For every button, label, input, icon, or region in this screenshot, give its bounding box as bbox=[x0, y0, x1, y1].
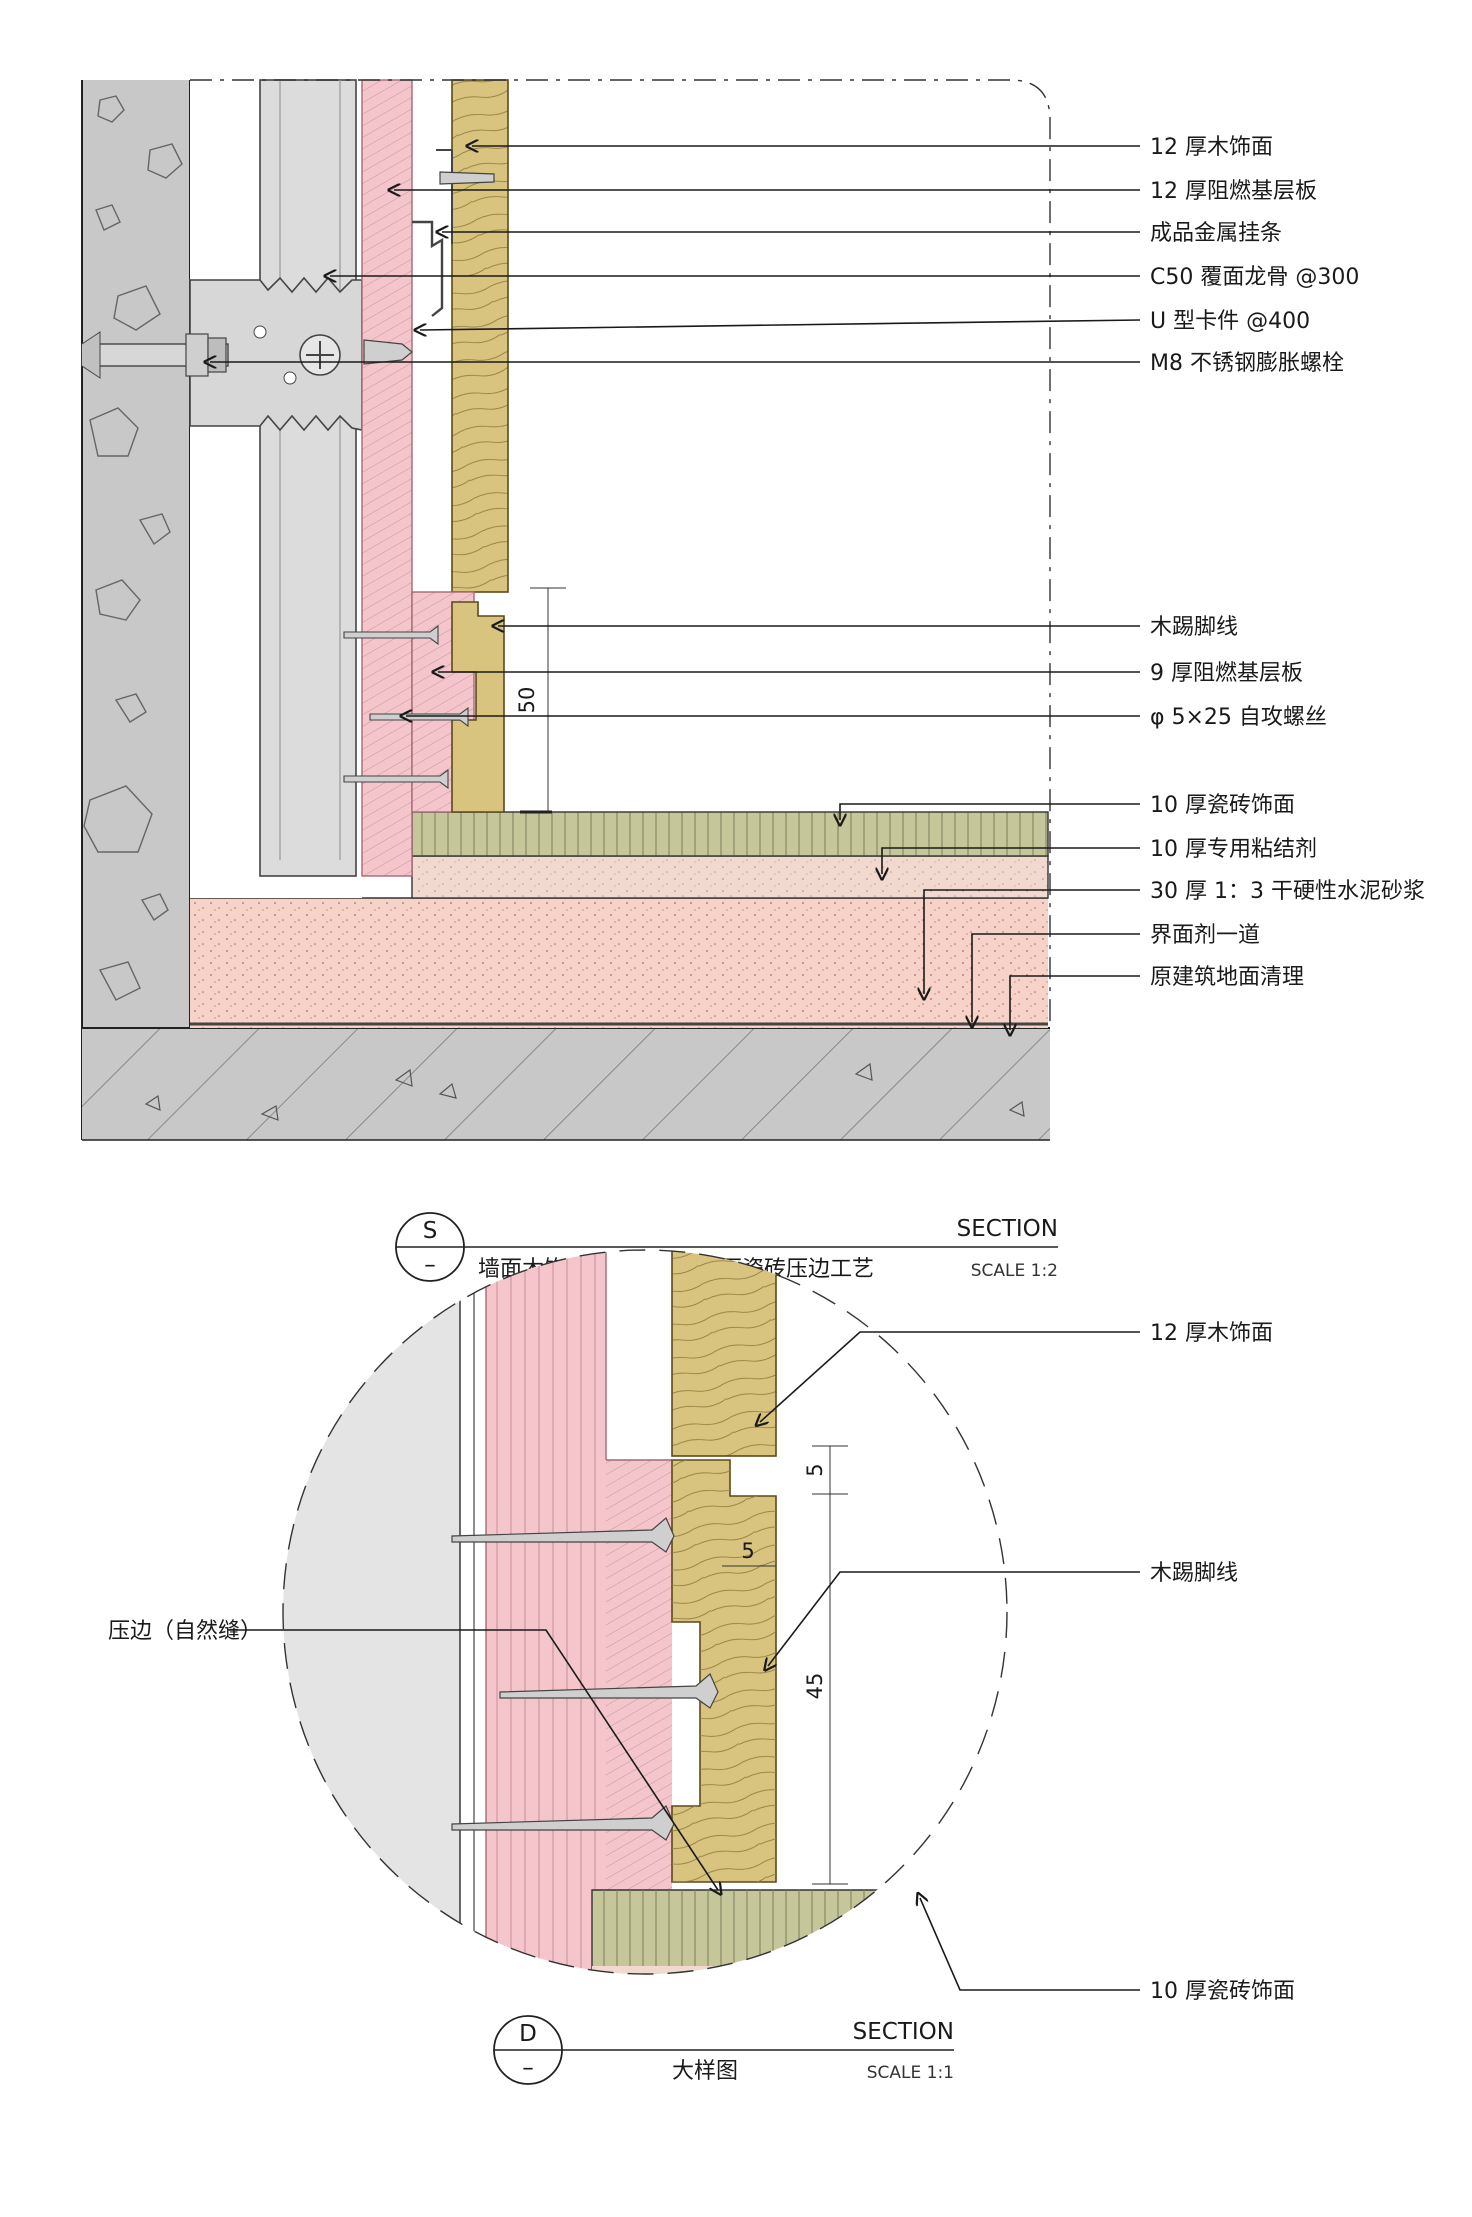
title-s-type: SECTION bbox=[957, 1216, 1058, 1242]
leader-line bbox=[228, 1629, 718, 1890]
callout-label: 10 厚专用粘结剂 bbox=[1150, 837, 1317, 862]
c50-keel bbox=[259, 79, 357, 877]
leader-line bbox=[420, 319, 1141, 330]
title-d-name: 大样图 bbox=[672, 2059, 738, 2084]
callout-label: 9 厚阻燃基层板 bbox=[1150, 661, 1303, 686]
callout-label: C50 覆面龙骨 @300 bbox=[1150, 265, 1359, 290]
title-block-d: D – SECTION 大样图 SCALE 1:1 bbox=[493, 2015, 954, 2085]
title-d-scale: SCALE 1:1 bbox=[867, 2063, 954, 2083]
title-d-sub: – bbox=[522, 2055, 534, 2081]
leader-line bbox=[972, 933, 1140, 1022]
dimension-skirting-45: 45 bbox=[803, 1673, 827, 1700]
leader-line bbox=[840, 803, 1140, 820]
callout-label: 12 厚木饰面 bbox=[1150, 135, 1273, 160]
leader-line bbox=[882, 847, 1140, 874]
leader-line bbox=[924, 889, 1140, 994]
callout-label: 木踢脚线 bbox=[1150, 615, 1238, 640]
title-s-scale: SCALE 1:2 bbox=[971, 1261, 1058, 1281]
callout-label: U 型卡件 @400 bbox=[1150, 309, 1310, 334]
callout-label: 12 厚木饰面 bbox=[1150, 1321, 1273, 1346]
dimension-groove-depth: 5 bbox=[741, 1539, 754, 1563]
title-d-symbol: D bbox=[519, 2021, 537, 2047]
callout-label: 10 厚瓷砖饰面 bbox=[1150, 1979, 1295, 2004]
leader-line bbox=[1010, 975, 1140, 1030]
callout-label: M8 不锈钢膨胀螺栓 bbox=[1150, 351, 1344, 376]
metal-hanging-strip bbox=[412, 220, 444, 317]
dimension-groove-height: 5 bbox=[803, 1463, 827, 1476]
callout-label: 成品金属挂条 bbox=[1150, 221, 1282, 246]
callout-label: 10 厚瓷砖饰面 bbox=[1150, 793, 1295, 818]
title-s-symbol: S bbox=[423, 1218, 438, 1244]
callout-label: 压边（自然缝） bbox=[108, 1619, 262, 1644]
callout-label: 30 厚 1：3 干硬性水泥砂浆 bbox=[1150, 879, 1425, 904]
title-s-sub: – bbox=[424, 1252, 436, 1278]
leader-line bbox=[768, 1571, 1140, 1666]
callout-label: 12 厚阻燃基层板 bbox=[1150, 179, 1317, 204]
callout-label: 木踢脚线 bbox=[1150, 1561, 1238, 1586]
dimension-skirting-height: 50 bbox=[515, 687, 539, 714]
callout-label: 原建筑地面清理 bbox=[1150, 965, 1304, 990]
leader-line bbox=[760, 1331, 1140, 1422]
title-d-type: SECTION bbox=[853, 2019, 954, 2045]
callout-label: φ 5×25 自攻螺丝 bbox=[1150, 705, 1327, 730]
concrete-wall bbox=[82, 80, 190, 1028]
leader-line bbox=[920, 1898, 1140, 1991]
callout-label: 界面剂一道 bbox=[1150, 923, 1260, 948]
